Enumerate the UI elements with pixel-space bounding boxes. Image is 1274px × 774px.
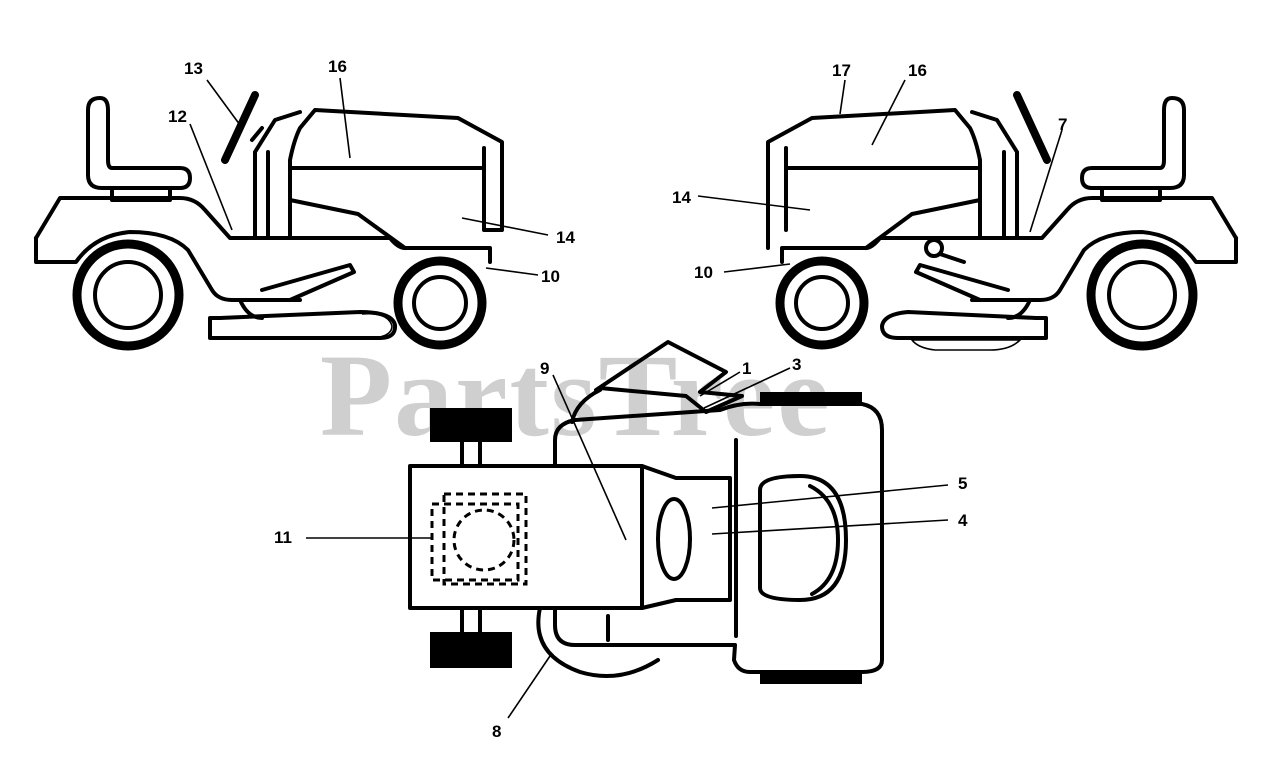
callout-8: 8	[492, 722, 501, 741]
callout-14-left: 14	[556, 228, 575, 247]
callout-10-left: 10	[541, 267, 560, 286]
discharge-chute	[594, 340, 744, 414]
right-rear-wheel	[1086, 239, 1198, 351]
callout-13: 13	[184, 59, 203, 78]
body-top	[640, 464, 732, 610]
front-tire-top	[430, 408, 512, 442]
left-front-wheel	[393, 256, 487, 350]
right-seat	[1080, 96, 1186, 190]
right-mower-deck	[880, 310, 1048, 340]
callout-5: 5	[958, 474, 967, 493]
tractor-left-side-view	[34, 91, 504, 351]
callout-1: 1	[742, 359, 751, 378]
callout-3: 3	[792, 355, 801, 374]
callout-9: 9	[540, 359, 549, 378]
callout-12: 12	[168, 107, 187, 126]
left-mower-deck	[208, 310, 398, 340]
leader-lines	[189, 77, 1063, 719]
callout-11: 11	[274, 528, 292, 547]
callout-4: 4	[958, 511, 968, 530]
tractor-right-side-view	[766, 91, 1238, 351]
callouts: 13 12 16 14 10 17 16 7 14 10 1 3 9 5 4 1…	[168, 57, 1067, 741]
tractor-top-view	[408, 340, 884, 684]
callout-14-right: 14	[672, 188, 691, 207]
callout-17: 17	[832, 61, 851, 80]
engine-outline	[430, 502, 520, 582]
left-hood	[288, 108, 504, 240]
right-front-wheel	[775, 256, 869, 350]
right-hood	[766, 108, 982, 250]
left-seat	[86, 96, 192, 190]
watermark: PartsTree	[320, 330, 832, 461]
callout-10-right: 10	[694, 263, 713, 282]
callout-16-left: 16	[328, 57, 347, 76]
front-tire-bottom	[430, 632, 512, 668]
callout-7: 7	[1058, 115, 1067, 134]
callout-16-right: 16	[908, 61, 927, 80]
left-rear-wheel	[72, 239, 184, 351]
